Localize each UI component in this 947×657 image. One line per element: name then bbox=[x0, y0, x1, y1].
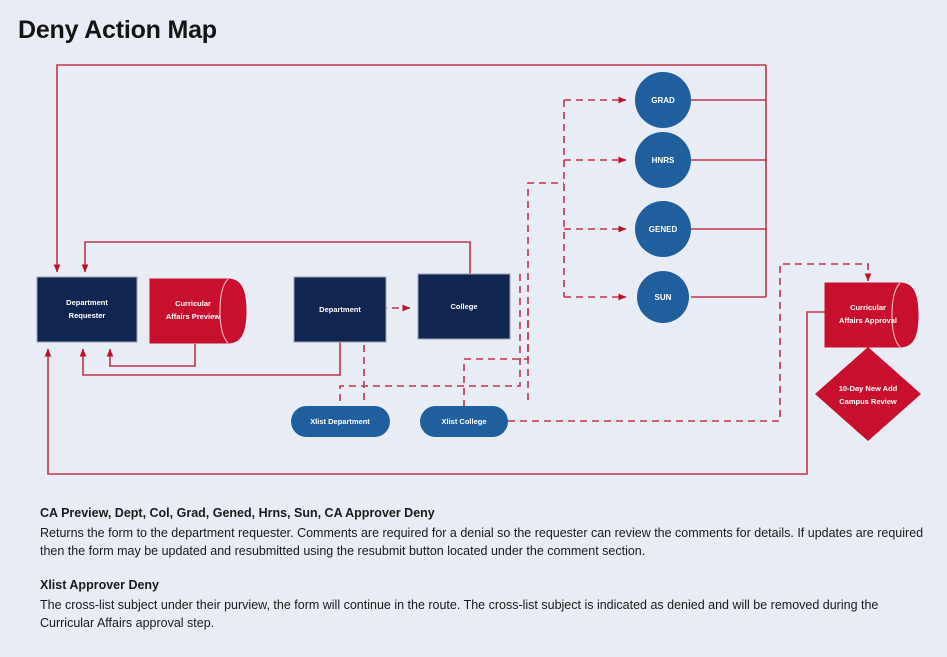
node-hnrs[interactable]: HNRS bbox=[635, 132, 691, 188]
node-campus-review[interactable]: 10-Day New Add Campus Review bbox=[815, 347, 921, 441]
node-xlist-department[interactable]: Xlist Department bbox=[291, 406, 390, 437]
connector-xlist-college-to-ca-approval bbox=[508, 263, 872, 422]
note-body-2: The cross-list subject under their purvi… bbox=[40, 597, 879, 631]
connector-department-to-requester bbox=[79, 342, 341, 376]
connector-approvers-to-requester bbox=[53, 64, 766, 273]
note-heading-2: Xlist Approver Deny bbox=[40, 577, 160, 592]
node-college[interactable]: College bbox=[417, 273, 511, 340]
notes-section: CA Preview, Dept, Col, Grad, Gened, Hrns… bbox=[40, 505, 925, 649]
connector-college-to-requester bbox=[81, 241, 471, 274]
node-label-department-requester-2: Requester bbox=[69, 311, 106, 320]
node-curricular-affairs-preview[interactable]: Curricular Affairs Preview bbox=[149, 278, 247, 344]
connector-into-college bbox=[363, 304, 411, 400]
page-title: Deny Action Map bbox=[18, 16, 217, 44]
note-heading-1: CA Preview, Dept, Col, Grad, Gened, Hrns… bbox=[40, 506, 435, 520]
node-grad[interactable]: GRAD bbox=[635, 72, 691, 128]
dashed-connectors bbox=[339, 96, 872, 422]
node-gened[interactable]: GENED bbox=[635, 201, 691, 257]
solid-connectors bbox=[44, 64, 825, 475]
connector-to-xlist-college bbox=[463, 308, 529, 408]
node-department[interactable]: Department bbox=[293, 276, 387, 343]
node-label-ca-preview-2: Affairs Preview bbox=[166, 312, 220, 321]
node-label-xlist-college: Xlist College bbox=[441, 417, 486, 426]
node-label-campus-review-2: Campus Review bbox=[839, 397, 897, 406]
connector-to-xlist-department bbox=[339, 274, 521, 408]
node-label-campus-review-1: 10-Day New Add bbox=[839, 384, 898, 393]
node-curricular-affairs-approval[interactable]: Curricular Affairs Approval bbox=[824, 282, 919, 348]
node-label-grad: GRAD bbox=[651, 96, 675, 105]
node-label-ca-approval-2: Affairs Approval bbox=[839, 316, 897, 325]
node-label-ca-approval-1: Curricular bbox=[850, 303, 886, 312]
node-label-college: College bbox=[450, 302, 477, 311]
node-sun[interactable]: SUN bbox=[637, 271, 689, 323]
flow-diagram: Department Requester Curricular Affairs … bbox=[36, 64, 921, 475]
node-label-hnrs: HNRS bbox=[652, 156, 675, 165]
node-xlist-college[interactable]: Xlist College bbox=[420, 406, 508, 437]
connector-ca-approval-to-requester bbox=[44, 311, 825, 475]
connector-preview-to-requester bbox=[106, 344, 196, 367]
node-label-department-requester-1: Department bbox=[66, 298, 108, 307]
node-label-gened: GENED bbox=[649, 225, 678, 234]
node-label-ca-preview-1: Curricular bbox=[175, 299, 211, 308]
node-department-requester[interactable]: Department Requester bbox=[36, 276, 138, 343]
connector-feed-to-circles bbox=[527, 182, 564, 400]
node-label-sun: SUN bbox=[655, 293, 672, 302]
node-label-department: Department bbox=[319, 305, 361, 314]
node-label-xlist-department: Xlist Department bbox=[310, 417, 370, 426]
note-body-1: Returns the form to the department reque… bbox=[40, 525, 924, 559]
